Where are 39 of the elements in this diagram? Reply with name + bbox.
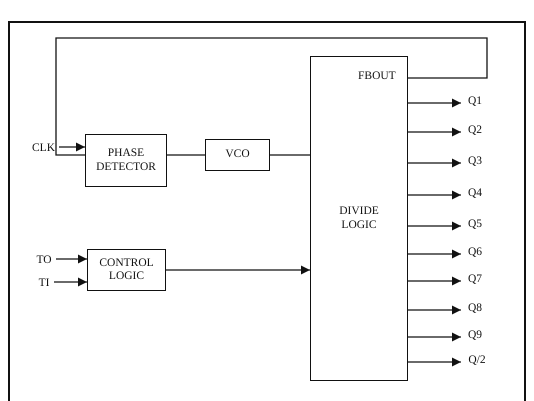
connector-line: [55, 37, 488, 156]
block-label: DIVIDE LOGIC: [338, 205, 380, 232]
arrow: [408, 190, 461, 200]
block-label: VCO: [224, 148, 251, 162]
block-label: CONTROL LOGIC: [98, 256, 155, 284]
arrow: [408, 250, 461, 258]
block-box: [205, 139, 270, 171]
signal-label: Q1: [463, 95, 487, 111]
arrow: [408, 276, 461, 286]
signal-label: Q9: [463, 329, 487, 345]
block-label: PHASE DETECTOR: [95, 147, 157, 174]
arrow: [408, 128, 461, 136]
signal-label: CLK: [30, 139, 57, 155]
arrow: [408, 332, 461, 342]
block-box: [87, 249, 166, 291]
signal-label: TI: [36, 274, 52, 290]
connector-line: [167, 154, 205, 156]
arrow: [408, 98, 461, 108]
signal-label: Q8: [463, 302, 487, 318]
signal-label: Q2: [463, 124, 487, 140]
pin-label: FBOUT: [358, 70, 396, 82]
signal-label: Q/2: [463, 354, 491, 370]
arrow: [408, 358, 461, 366]
arrow: [408, 158, 461, 168]
signal-label: Q4: [463, 187, 487, 203]
arrow: [56, 254, 87, 264]
signal-label: TO: [34, 251, 54, 267]
arrow: [59, 142, 85, 152]
arrow: [166, 266, 310, 274]
connector-line: [270, 154, 310, 156]
arrow: [54, 278, 87, 286]
signal-label: Q6: [463, 246, 487, 262]
block-box: [310, 56, 408, 381]
block-box: [85, 134, 167, 187]
signal-label: Q7: [463, 273, 487, 289]
signal-label: Q5: [463, 218, 487, 234]
signal-label: Q3: [463, 155, 487, 171]
arrow: [408, 306, 461, 314]
arrow: [408, 222, 461, 230]
